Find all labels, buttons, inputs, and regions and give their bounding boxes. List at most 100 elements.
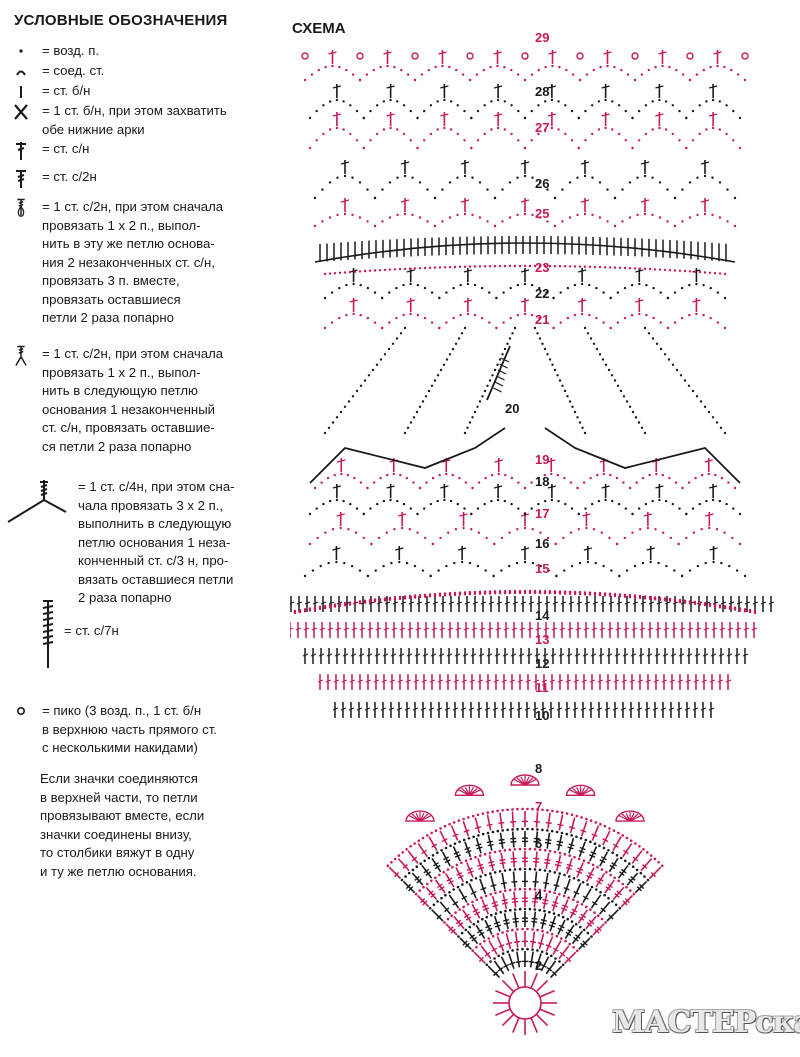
row17-arch xyxy=(393,528,396,531)
row27-arch-bar xyxy=(601,113,610,117)
row21-arch xyxy=(473,313,477,317)
fan-stitch xyxy=(450,928,456,934)
mid-chain-dot xyxy=(418,594,422,597)
fan-chain-arc xyxy=(550,954,553,958)
mid-stitch-bar xyxy=(548,707,555,711)
mid-stitch-bar xyxy=(462,653,469,657)
fan-chain-arc xyxy=(653,857,657,861)
mid-stitch-bar xyxy=(630,653,637,657)
fan-stitch xyxy=(503,913,509,930)
mid-chain-dot xyxy=(658,596,662,600)
fan-chain-arc xyxy=(533,868,537,871)
fan-chain-arc xyxy=(568,942,571,946)
fan-stitch xyxy=(551,904,558,908)
fan-chain-arc xyxy=(443,921,446,924)
row28-arch xyxy=(644,104,648,107)
row19-arch xyxy=(425,481,428,484)
row20-chain xyxy=(719,426,723,429)
fan-stitch xyxy=(478,866,485,870)
mid-stitch-bar xyxy=(460,707,467,711)
mid-stitch-bar xyxy=(365,679,372,683)
row18-arch-bar xyxy=(601,485,610,489)
mid-chain-dot xyxy=(528,589,532,593)
row28-arch xyxy=(402,104,406,107)
fan-chain-arc xyxy=(506,808,509,812)
row23-chain xyxy=(473,265,477,268)
row20-chain xyxy=(506,342,509,345)
mid-chain-dot xyxy=(503,590,507,593)
fan-chain-arc xyxy=(462,905,465,909)
row26-arch-bar xyxy=(340,161,350,165)
fan-stitch xyxy=(540,963,547,968)
fan-stitch xyxy=(544,841,552,845)
row23-chain xyxy=(573,265,577,268)
row20-chain xyxy=(481,395,484,398)
row26-arch xyxy=(666,188,669,191)
fan-stitch xyxy=(544,858,551,862)
row20-chain xyxy=(442,363,446,366)
fan-chain-arc xyxy=(386,864,390,868)
mid-stitch-bar xyxy=(348,707,355,711)
mid-chain-dot xyxy=(728,605,732,609)
fan-chain-arc xyxy=(404,875,407,878)
row22-arch xyxy=(402,283,405,287)
row28-arch xyxy=(490,100,493,103)
row19-arch xyxy=(530,481,533,484)
row20-chain xyxy=(643,326,647,330)
row23-chain xyxy=(423,266,427,270)
fan-chain-arc xyxy=(446,868,450,871)
row20-chain xyxy=(476,405,479,408)
fan-stitch xyxy=(498,821,505,824)
fan-chain-arc xyxy=(528,847,532,851)
fan-stitch xyxy=(599,851,609,867)
fan-stitch xyxy=(578,849,585,854)
row23-chain xyxy=(323,272,327,276)
fan-stitch xyxy=(557,834,563,851)
row21-arch xyxy=(716,321,720,324)
row20-chain xyxy=(610,374,614,377)
row22-arch xyxy=(409,282,412,286)
fan-stitch xyxy=(500,882,507,885)
row21-arch xyxy=(430,321,434,324)
fan-chain-arc xyxy=(593,911,596,914)
fan-stitch xyxy=(544,862,551,865)
row23-chain xyxy=(488,265,492,268)
row21-arch xyxy=(480,316,484,320)
row17-arch xyxy=(539,531,542,534)
fan-stitch xyxy=(452,833,459,838)
row25-arch xyxy=(343,212,347,216)
fan-chain-arc xyxy=(475,945,478,949)
fan-stitch xyxy=(534,961,541,966)
fan-stitch xyxy=(501,898,508,902)
mid-stitch-bar xyxy=(469,679,476,683)
row-number-14: 14 xyxy=(535,608,550,623)
row28-arch-bar xyxy=(332,85,342,89)
mid-stitch-bar xyxy=(710,653,717,657)
fan-chain-arc xyxy=(493,850,497,854)
mid-stitch-bar xyxy=(527,627,534,631)
mid-chain-dot xyxy=(673,598,677,601)
fan-chain-arc xyxy=(518,907,522,911)
fan-stitch xyxy=(448,880,454,885)
row26-arch xyxy=(733,196,737,200)
mid-stitch-bar xyxy=(583,627,590,631)
row22-arch xyxy=(709,286,712,290)
center-stitch xyxy=(535,979,549,993)
fan-chain-arc xyxy=(660,864,664,868)
row22-arch xyxy=(580,282,584,286)
fan-stitch xyxy=(503,919,510,922)
row26-arch xyxy=(366,188,369,191)
row19-arch xyxy=(707,472,710,476)
row22-arch xyxy=(323,296,327,300)
fan-chain-arc xyxy=(518,867,522,871)
fan-chain-arc xyxy=(464,928,468,932)
fan-stitch xyxy=(496,936,505,952)
fan-chain-arc xyxy=(557,913,560,917)
row20-chain xyxy=(568,400,572,403)
mid-chain-dot xyxy=(513,589,517,593)
row22-arch xyxy=(502,291,505,294)
row20-chain xyxy=(616,384,620,387)
fan-chain-arc xyxy=(508,868,512,872)
row27-arch xyxy=(342,128,345,131)
fan-chain-arc xyxy=(503,889,507,892)
